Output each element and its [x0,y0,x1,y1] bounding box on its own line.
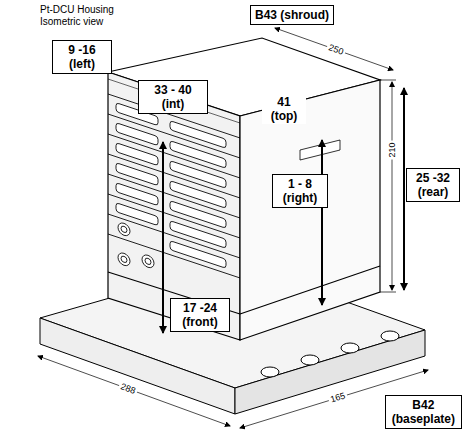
callout-text: 17 -24 (front) [175,301,225,329]
callout-box: B43 (shroud) [250,5,334,25]
callout-text: 1 - 8 (right) [277,177,323,205]
dimension-label: 210 [387,140,398,159]
callout-text: 25 -32 (rear) [411,171,455,199]
callout-text: 9 -16 (left) [57,43,107,71]
callout-box: 9 -16 (left) [52,40,112,74]
callout-box: 1 - 8 (right) [272,174,328,208]
dimension-label: 288 [117,381,139,398]
callout-box: 25 -32 (rear) [406,168,460,202]
title-label: Pt-DCU Housing Isometric view [40,4,130,28]
callout-box: 33 - 40 (int) [138,80,208,114]
callout-box: 17 -24 (front) [170,298,230,332]
dimension-label: 165 [327,390,348,406]
callout-box: B42 (baseplate) [385,395,462,429]
callout-label: 41 (top) [262,94,306,124]
callout-text: 33 - 40 (int) [143,83,203,111]
callout-text: B42 (baseplate) [390,398,457,426]
dimension-label: 250 [325,42,347,59]
callout-text: B43 (shroud) [255,8,329,22]
